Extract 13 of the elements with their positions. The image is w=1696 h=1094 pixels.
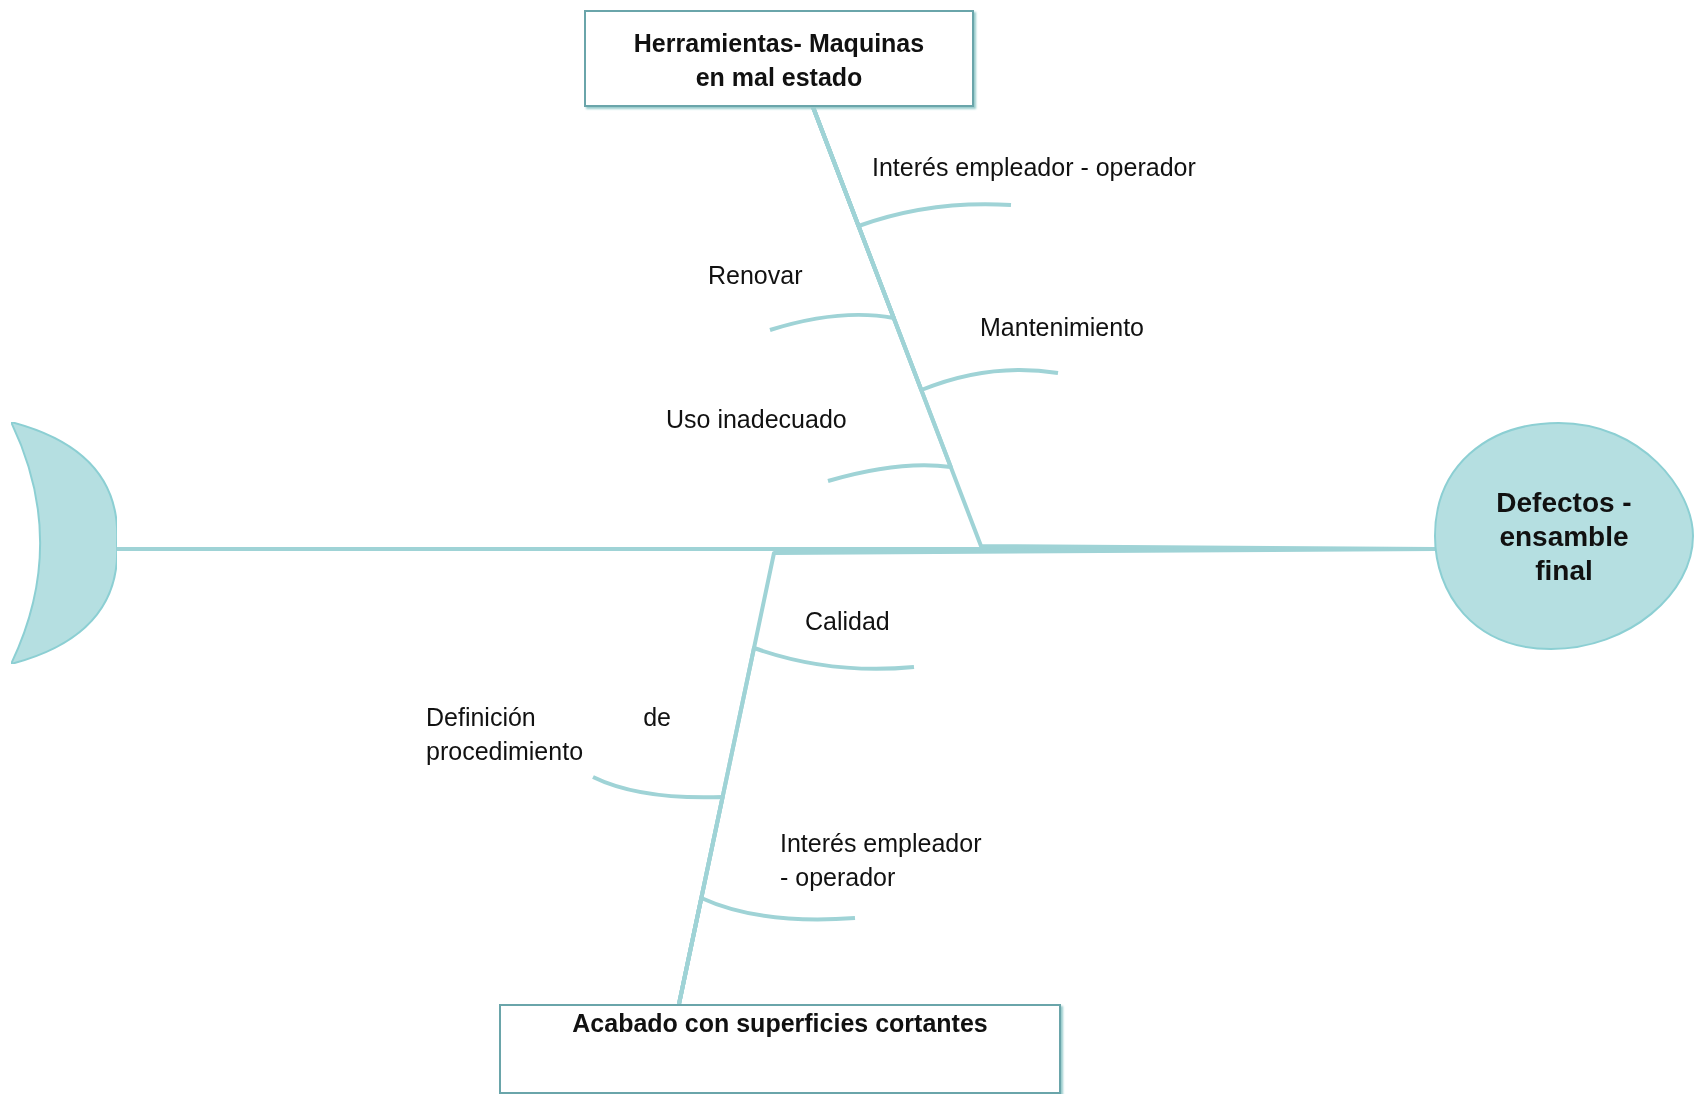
sub-cause-label: Mantenimiento [980,310,1200,373]
sub-cause-label: Uso inadecuado [666,402,906,481]
sub-cause-label: Interés empleador - operador [780,826,985,898]
bone-line [811,106,953,483]
sub-cause-label: Renovar [708,258,828,330]
cause-box: Herramientas- Maquinas en mal estado [584,10,974,107]
fish-tail [11,422,117,664]
bone-line [677,896,856,1005]
sub-cause-label: Calidad [805,604,925,649]
cause-box: Acabado con superficies cortantes [499,1004,1061,1094]
effect-head: Defectos - ensamble final [1434,422,1694,650]
sub-cause-label: Interés empleador - operador [872,150,1272,205]
sub-cause-label: Definición de procedimiento [426,700,671,777]
